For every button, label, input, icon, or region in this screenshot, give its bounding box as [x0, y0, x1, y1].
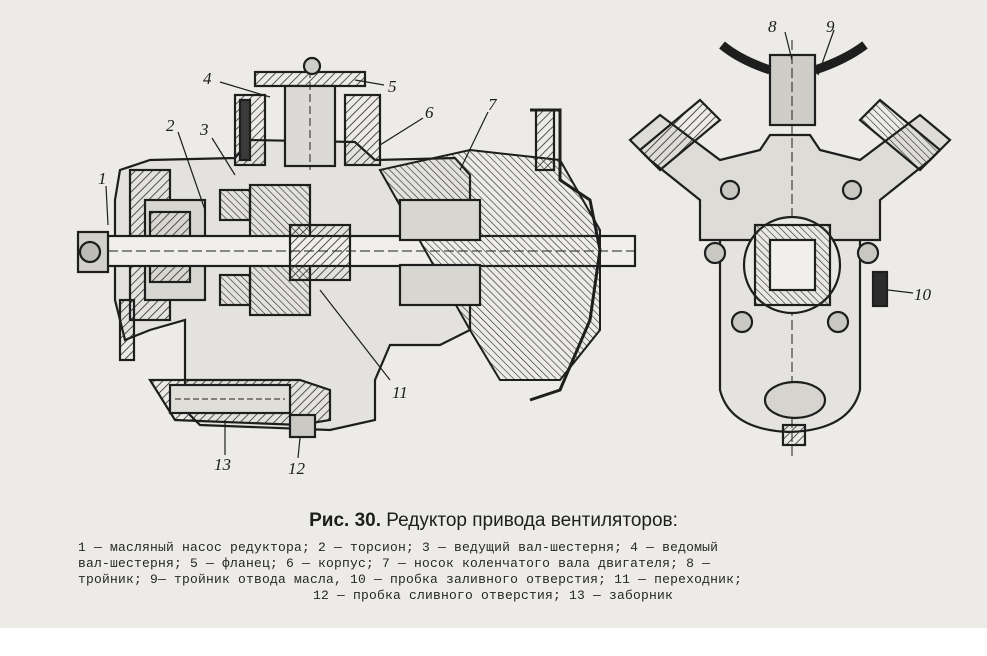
- figure-title: Редуктор привода вентиляторов:: [386, 510, 678, 531]
- callout-8: 8: [768, 17, 777, 36]
- callout-10: 10: [914, 285, 932, 304]
- callout-5: 5: [388, 77, 397, 96]
- callout-1: 1: [98, 169, 107, 188]
- callout-3: 3: [199, 120, 209, 139]
- section-view: [76, 56, 640, 439]
- leader-lines-right: [784, 29, 914, 294]
- legend-line-1: 1 — масляный насос редуктора; 2 — торсио…: [78, 540, 719, 555]
- figure-caption: Рис. 30. Редуктор привода вентиляторов:: [0, 510, 987, 532]
- callout-4: 4: [203, 69, 212, 88]
- book-page: 1 2 3 4 5 6 7 11 13 12: [0, 0, 987, 628]
- legend-line-2: вал-шестерня; 5 — фланец; 6 — корпус; 7 …: [78, 556, 711, 571]
- callout-labels-left: 1 2 3 4 5 6 7 11 13 12: [98, 69, 498, 478]
- callout-2: 2: [166, 116, 175, 135]
- callout-labels-right: 8 9 10: [768, 17, 932, 304]
- end-view: [628, 40, 952, 460]
- callout-9: 9: [826, 17, 835, 36]
- callout-12: 12: [288, 459, 306, 478]
- figure-legend: 1 — масляный насос редуктора; 2 — торсио…: [78, 540, 948, 604]
- callout-7: 7: [488, 95, 498, 114]
- gearbox-drawing: 1 2 3 4 5 6 7 11 13 12: [76, 17, 952, 478]
- callout-11: 11: [392, 383, 408, 402]
- legend-line-3: тройник; 9— тройник отвода масла, 10 — п…: [78, 572, 743, 587]
- figure-number: Рис. 30.: [309, 510, 381, 531]
- leader-lines-left: [105, 79, 489, 459]
- gearbox-technical-drawing: 1 2 3 4 5 6 7 11 13 12: [76, 17, 952, 478]
- legend-line-4: 12 — пробка сливного отверстия; 13 — заб…: [312, 588, 674, 603]
- callout-13: 13: [214, 455, 231, 474]
- callout-6: 6: [425, 103, 434, 122]
